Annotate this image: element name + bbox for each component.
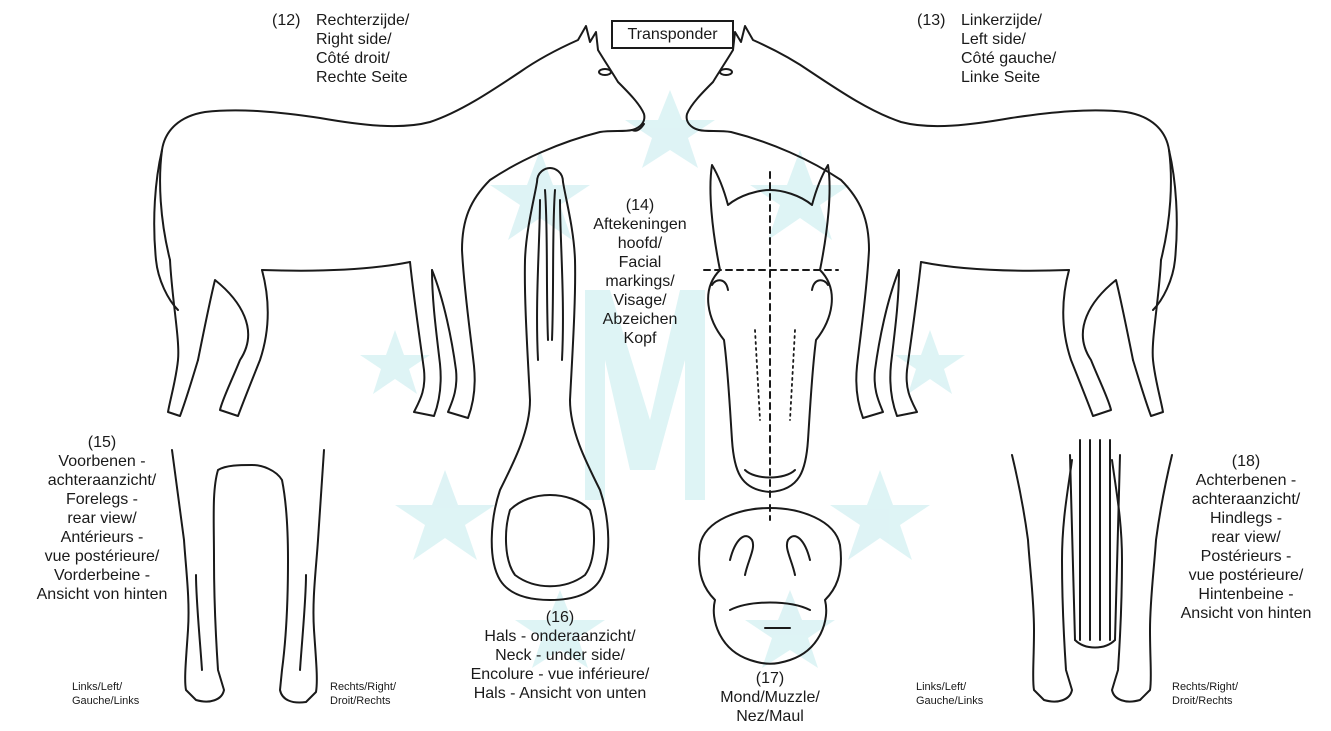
hindlegs-left-label: Links/Left/ Gauche/Links bbox=[916, 680, 983, 708]
small-label-line: Gauche/Links bbox=[916, 694, 983, 708]
right-side-label: Rechterzijde/ Right side/ Côté droit/ Re… bbox=[316, 11, 409, 87]
hindlegs-line: achteraanzicht/ bbox=[1156, 490, 1331, 509]
forelegs-line: Vorderbeine - bbox=[2, 566, 202, 585]
facial-line: markings/ bbox=[580, 272, 700, 291]
facial-line: Aftekeningen bbox=[580, 215, 700, 234]
hindlegs-line: Ansicht von hinten bbox=[1156, 604, 1331, 623]
hindlegs-line: Hintenbeine - bbox=[1156, 585, 1331, 604]
left-side-line: Côté gauche/ bbox=[961, 49, 1056, 68]
forelegs-line: vue postérieure/ bbox=[2, 547, 202, 566]
right-side-line: Côté droit/ bbox=[316, 49, 409, 68]
forelegs-line: Voorbenen - bbox=[2, 452, 202, 471]
hindlegs-drawing bbox=[1012, 440, 1172, 702]
facial-line: Abzeichen bbox=[580, 310, 700, 329]
muzzle-drawing bbox=[699, 508, 841, 664]
forelegs-line: Ansicht von hinten bbox=[2, 585, 202, 604]
left-side-label: Linkerzijde/ Left side/ Côté gauche/ Lin… bbox=[961, 11, 1056, 87]
facial-line: Kopf bbox=[580, 329, 700, 348]
facial-line: Visage/ bbox=[580, 291, 700, 310]
muzzle-label: (17) Mond/Muzzle/ Nez/Maul bbox=[700, 669, 840, 726]
forelegs-line: Forelegs - bbox=[2, 490, 202, 509]
transponder-box: Transponder bbox=[611, 20, 734, 49]
neck-line: Neck - under side/ bbox=[440, 646, 680, 665]
hindlegs-line: Postérieurs - bbox=[1156, 547, 1331, 566]
small-label-line: Droit/Rechts bbox=[1172, 694, 1238, 708]
facial-markings-label: (14) Aftekeningen hoofd/ Facial markings… bbox=[580, 196, 700, 348]
forelegs-label: (15) Voorbenen - achteraanzicht/ Foreleg… bbox=[2, 433, 202, 604]
left-side-line: Linke Seite bbox=[961, 68, 1056, 87]
facial-line: Facial bbox=[580, 253, 700, 272]
left-side-line: Linkerzijde/ bbox=[961, 11, 1056, 30]
hindlegs-line: Hindlegs - bbox=[1156, 509, 1331, 528]
small-label-line: Droit/Rechts bbox=[330, 694, 396, 708]
small-label-line: Links/Left/ bbox=[916, 680, 983, 694]
forelegs-line: rear view/ bbox=[2, 509, 202, 528]
neck-line: Encolure - vue inférieure/ bbox=[440, 665, 680, 684]
neck-line: Hals - onderaanzicht/ bbox=[440, 627, 680, 646]
forelegs-line: achteraanzicht/ bbox=[2, 471, 202, 490]
forelegs-line: Antérieurs - bbox=[2, 528, 202, 547]
hindlegs-number: (18) bbox=[1156, 452, 1331, 471]
forelegs-number: (15) bbox=[2, 433, 202, 452]
hindlegs-label: (18) Achterbenen - achteraanzicht/ Hindl… bbox=[1156, 452, 1331, 623]
facial-line: hoofd/ bbox=[580, 234, 700, 253]
neck-number: (16) bbox=[440, 608, 680, 627]
facial-dotted-lines bbox=[755, 330, 795, 420]
neck-underside-label: (16) Hals - onderaanzicht/ Neck - under … bbox=[440, 608, 680, 703]
right-side-line: Rechterzijde/ bbox=[316, 11, 409, 30]
right-side-line: Rechte Seite bbox=[316, 68, 409, 87]
small-label-line: Rechts/Right/ bbox=[1172, 680, 1238, 694]
hindlegs-right-label: Rechts/Right/ Droit/Rechts bbox=[1172, 680, 1238, 708]
facial-number: (14) bbox=[580, 196, 700, 215]
forelegs-left-label: Links/Left/ Gauche/Links bbox=[72, 680, 139, 708]
small-label-line: Rechts/Right/ bbox=[330, 680, 396, 694]
neck-line: Hals - Ansicht von unten bbox=[440, 684, 680, 703]
left-side-number: (13) bbox=[917, 11, 945, 30]
muzzle-number: (17) bbox=[700, 669, 840, 688]
muzzle-line: Mond/Muzzle/ bbox=[700, 688, 840, 707]
hindlegs-line: Achterbenen - bbox=[1156, 471, 1331, 490]
muzzle-line: Nez/Maul bbox=[700, 707, 840, 726]
hindlegs-line: vue postérieure/ bbox=[1156, 566, 1331, 585]
small-label-line: Links/Left/ bbox=[72, 680, 139, 694]
small-label-line: Gauche/Links bbox=[72, 694, 139, 708]
left-side-line: Left side/ bbox=[961, 30, 1056, 49]
hindlegs-line: rear view/ bbox=[1156, 528, 1331, 547]
right-side-line: Right side/ bbox=[316, 30, 409, 49]
right-side-number: (12) bbox=[272, 11, 300, 30]
forelegs-right-label: Rechts/Right/ Droit/Rechts bbox=[330, 680, 396, 708]
